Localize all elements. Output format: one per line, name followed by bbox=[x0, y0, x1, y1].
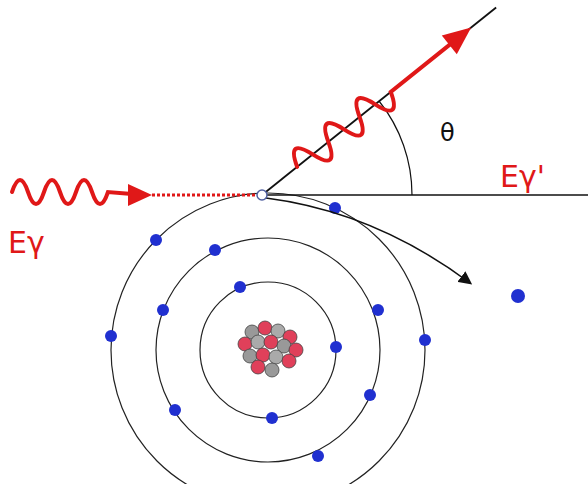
scattered-energy-label: Eγ' bbox=[500, 160, 545, 193]
inner-orbit bbox=[200, 282, 336, 418]
electrons bbox=[105, 202, 431, 484]
angle-arc bbox=[379, 101, 412, 195]
nucleus bbox=[238, 321, 303, 377]
ejected-electron bbox=[511, 289, 525, 303]
angle-label: θ bbox=[440, 120, 455, 146]
collision-point bbox=[257, 190, 267, 200]
scattered-photon bbox=[253, 0, 506, 207]
middle-orbit bbox=[156, 238, 380, 462]
outer-orbit bbox=[111, 193, 425, 484]
reference-line bbox=[262, 194, 588, 196]
incoming-photon bbox=[12, 180, 256, 206]
photon-energy-label: Eγ bbox=[8, 226, 45, 259]
electron-orbits bbox=[111, 193, 425, 484]
electron-path bbox=[266, 198, 470, 283]
